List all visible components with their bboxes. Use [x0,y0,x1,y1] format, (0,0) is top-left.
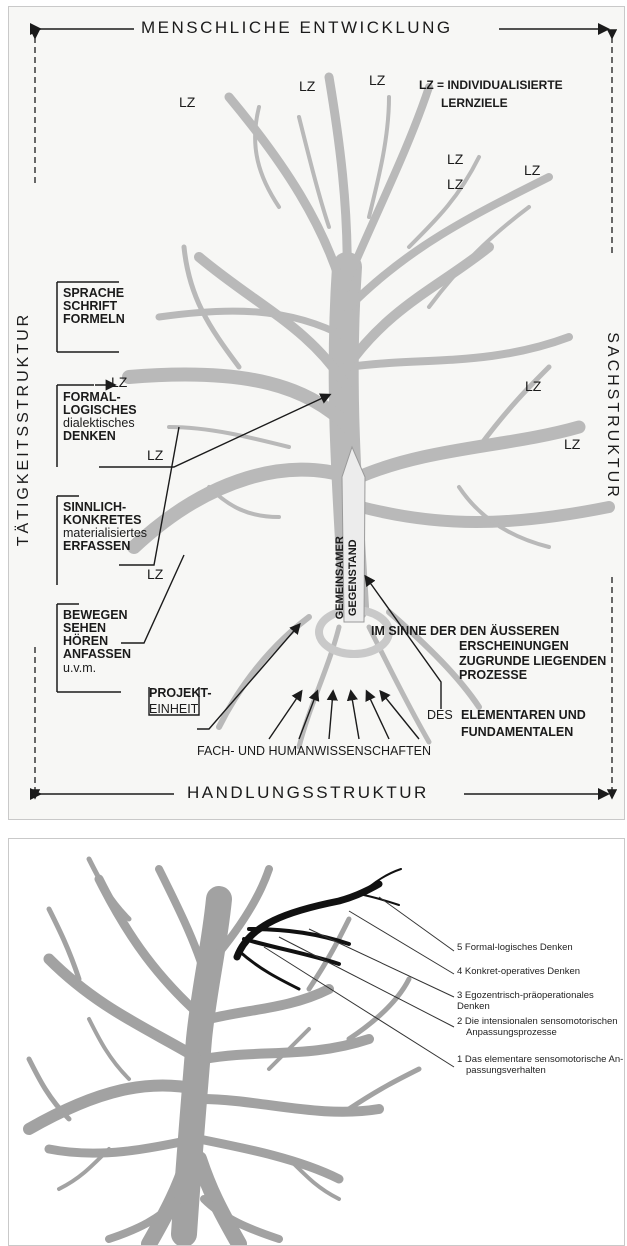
trunk-label-1: GEMEINSAMER [335,508,347,648]
box-formal-line: DENKEN [63,430,137,443]
roots-label: FACH- UND HUMANWISSENSCHAFTEN [197,745,431,758]
lz-label: LZ [147,567,163,582]
box-language: SPRACHE SCHRIFT FORMELN [63,287,125,326]
bottom-tree [29,859,419,1244]
lz-label: LZ [564,437,580,452]
legend-line-2: LERNZIELE [441,97,508,110]
lz-label: LZ [525,379,541,394]
process-text: IM SINNE DER DEN ÄUSSEREN ERSCHEINUNGEN … [371,624,606,683]
trunk-label-2: GEGENSTAND [348,508,360,648]
project-label-2: EINHEIT [149,703,198,716]
bottom-axis-label: HANDLUNGSSTRUKTUR [187,784,429,802]
stage-2-label: 2 Die intensionalen sensomotorischen Anp… [457,1016,618,1039]
lz-label: LZ [179,95,195,110]
stage-1-label: 1 Das elementare sensomotorische An- pas… [457,1054,623,1077]
lz-label: LZ [299,79,315,94]
lz-label: LZ [369,73,385,88]
stage-3-line: 3 Egozentrisch-präoperationales Denken [457,990,624,1013]
stage-4-label: 4 Konkret-operatives Denken [457,966,580,977]
lz-label: LZ [447,152,463,167]
process-line: ZUGRUNDE LIEGENDEN [371,654,606,669]
bottom-diagram-panel: 5 Formal-logisches Denken 4 Konkret-oper… [8,838,625,1246]
right-axis-label: SACHSTRUKTUR [603,311,621,521]
stage-3-label: 3 Egozentrisch-präoperationales Denken [457,990,624,1013]
stage-2-line: Anpassungsprozesse [457,1027,618,1038]
stage-1-line: 1 Das elementare sensomotorische An- [457,1054,623,1065]
lz-label: LZ [111,375,127,390]
stage-4-line: 4 Konkret-operatives Denken [457,966,580,977]
lz-label: LZ [447,177,463,192]
legend-line-1: LZ = INDIVIDUALISIERTE [419,79,563,92]
process-line: PROZESSE [371,668,606,683]
left-axis-label: TÄTIGKEITSSTRUKTUR [15,239,33,619]
process-des: DES [427,709,453,722]
process-fundamental: FUNDAMENTALEN [461,726,573,739]
bottom-tree-graphic [9,839,624,1245]
process-line: ERSCHEINUNGEN [371,639,606,654]
top-diagram-panel: MENSCHLICHE ENTWICKLUNG HANDLUNGSSTRUKTU… [8,6,625,820]
top-axis-label: MENSCHLICHE ENTWICKLUNG [141,19,453,37]
process-elementary: ELEMENTAREN UND [461,709,586,722]
lz-label: LZ [147,448,163,463]
box-movement-line: ANFASSEN [63,648,131,661]
box-language-line: FORMELN [63,313,125,326]
box-sensory-line: ERFASSEN [63,540,147,553]
stage-5-line: 5 Formal-logisches Denken [457,942,573,953]
process-line: IM SINNE DER DEN ÄUSSEREN [371,624,606,639]
box-sensory-concrete: SINNLICH- KONKRETES materialisiertes ERF… [63,501,147,554]
box-movement: BEWEGEN SEHEN HÖREN ANFASSEN u.v.m. [63,609,131,675]
box-movement-line: u.v.m. [63,662,131,675]
box-formal-logical: FORMAL- LOGISCHES dialektisches DENKEN [63,391,137,444]
project-label-1: PROJEKT- [149,687,212,700]
pointer-lines [95,385,441,739]
stage-2-line: 2 Die intensionalen sensomotorischen [457,1016,618,1027]
lz-label: LZ [524,163,540,178]
stage-1-line: passungsverhalten [457,1065,623,1076]
stage-5-label: 5 Formal-logisches Denken [457,942,573,953]
